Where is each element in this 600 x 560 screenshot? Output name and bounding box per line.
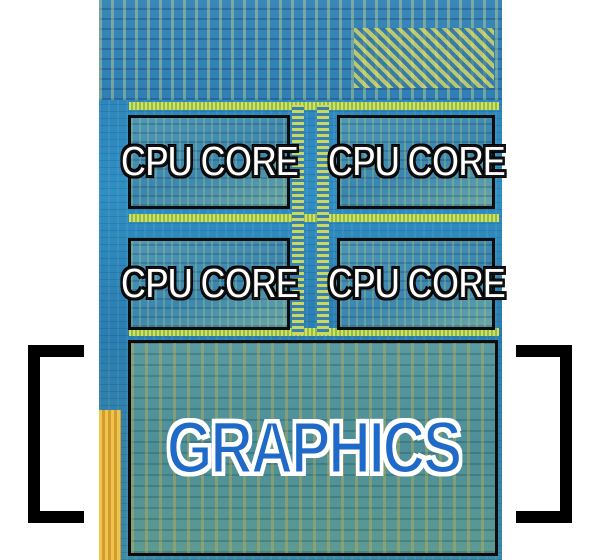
cpu-core-top-left: CPU CORE [120,115,300,209]
die-left-strip [99,410,121,560]
graphics-region: GRAPHICS [128,340,498,556]
cpu-core-top-right: CPU CORE [327,115,507,209]
graphics-label: GRAPHICS [165,406,463,489]
cpu-core-label: CPU CORE [327,259,508,308]
die-highlight-region [354,28,494,88]
left-bracket [28,345,84,523]
cpu-core-label: CPU CORE [120,259,301,308]
cpu-core-label: CPU CORE [327,137,508,186]
bus-horizontal-middle [129,214,499,222]
bus-horizontal-bottom [129,328,499,336]
cpu-core-label: CPU CORE [120,137,301,186]
bus-vertical-left [292,105,304,335]
cpu-core-bottom-left: CPU CORE [120,238,300,330]
right-bracket [516,345,572,523]
bus-vertical-right [317,105,329,335]
cpu-core-bottom-right: CPU CORE [327,238,507,330]
bus-horizontal-top [129,102,499,110]
